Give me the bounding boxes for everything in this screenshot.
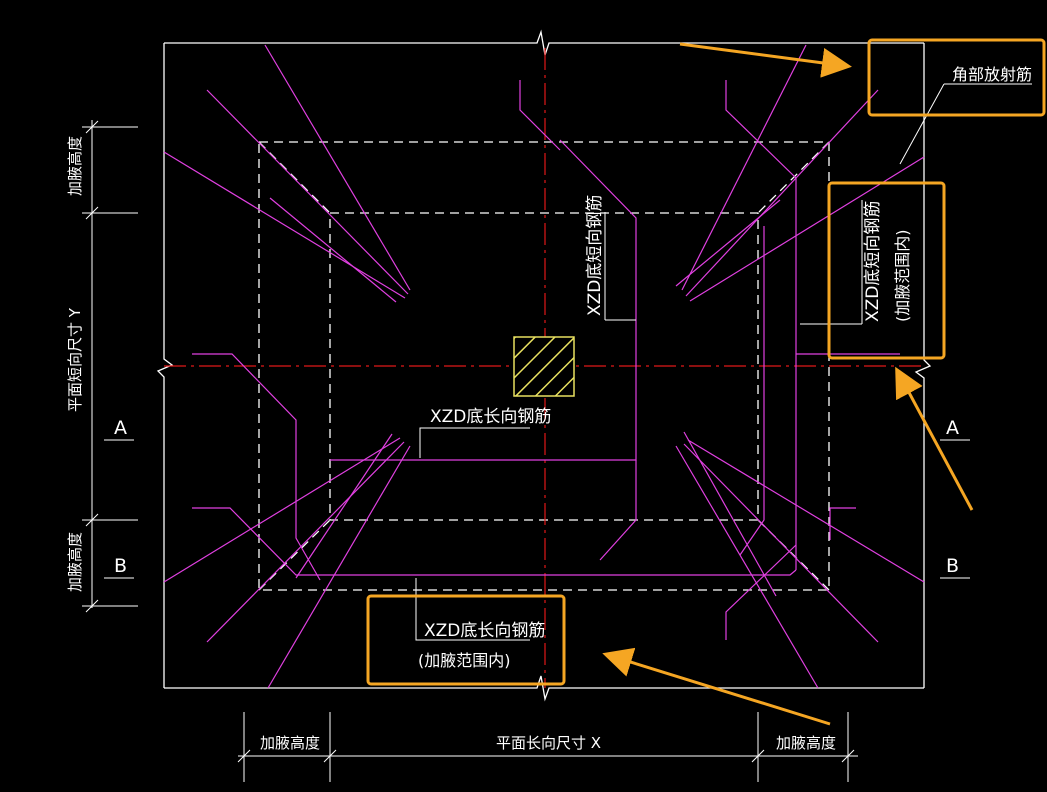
plan-long-dimension: 平面长向尺寸 X (496, 734, 601, 752)
haunch-height-left-top: 加腋高度 (66, 136, 84, 196)
plan-short-dimension: 平面短向尺寸 Y (66, 307, 84, 412)
rebar-lines (163, 44, 925, 689)
short-rebar-label: XZD底短向钢筋 (585, 195, 605, 316)
highlight-arrows (602, 42, 974, 726)
section-a-right[interactable]: A (946, 417, 959, 439)
long-rebar-label: XZD底长向钢筋 (430, 407, 551, 427)
haunch-height-left-bottom: 加腋高度 (66, 532, 84, 592)
short-range-note: (加腋范围内) (893, 230, 912, 323)
section-b-right[interactable]: B (946, 555, 959, 577)
haunch-height-bottom-left: 加腋高度 (260, 734, 320, 752)
highlight-boxes (366, 38, 1046, 686)
dimension-lines (82, 120, 970, 782)
long-rebar-range-label: XZD底长向钢筋 (424, 621, 545, 641)
corner-radial-label: 角部放射筋 (952, 65, 1032, 84)
section-b-left[interactable]: B (114, 555, 127, 577)
leader-lines (415, 83, 1032, 641)
long-range-note: (加腋范围内) (418, 651, 511, 670)
column-hatch[interactable] (513, 336, 575, 397)
short-rebar-range-label: XZD底短向钢筋 (863, 201, 883, 322)
haunch-height-bottom-right: 加腋高度 (776, 734, 836, 752)
outer-outline (156, 29, 932, 702)
section-a-left[interactable]: A (114, 417, 127, 439)
